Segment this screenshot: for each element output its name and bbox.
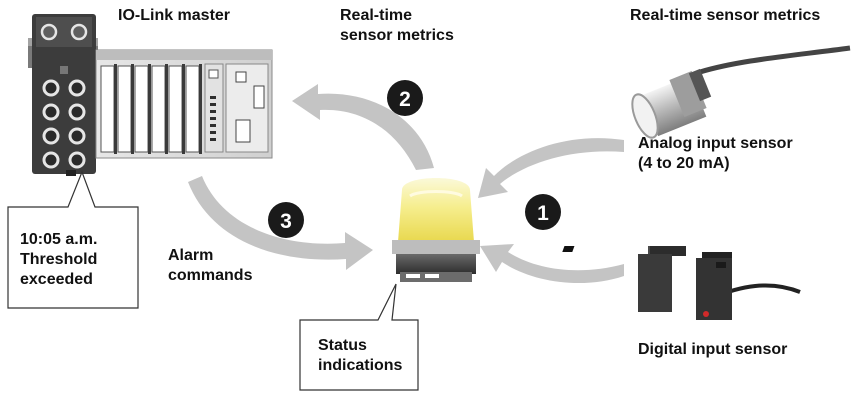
arrow-analog-to-lamp	[478, 138, 624, 198]
arrow-3-to-lamp	[188, 176, 373, 270]
alarm-callout-line-2: Threshold	[20, 251, 98, 268]
arrow-2-to-master	[292, 84, 434, 170]
realtime-metrics-center-line-2: sensor metrics	[340, 27, 454, 44]
realtime-metrics-center-label: Real-time sensor metrics	[340, 6, 454, 46]
step-badge-3-label: 3	[280, 210, 292, 233]
alarm-commands-line-1: Alarm	[168, 247, 214, 264]
realtime-metrics-center-line-1: Real-time	[340, 7, 413, 24]
analog-sensor-icon	[631, 45, 851, 139]
plc-unit-icon	[95, 49, 273, 159]
step-badge-1: 1	[525, 194, 561, 230]
io-link-master-label: IO-Link master	[118, 7, 231, 24]
step-badge-1-label: 1	[537, 202, 549, 225]
alarm-callout-line-3: exceeded	[20, 271, 93, 288]
arrow-digital-to-lamp	[480, 244, 624, 284]
step-badge-2-label: 2	[399, 88, 411, 111]
step-badge-3: 3	[268, 202, 304, 238]
photoelectric-sensor-icon	[562, 246, 801, 320]
alarm-callout-text: 10:05 a.m. Threshold exceeded	[20, 230, 97, 290]
io-link-master-icon	[28, 14, 98, 176]
step-badge-2: 2	[387, 80, 423, 116]
status-callout-line-1: Status	[318, 337, 367, 354]
status-callout-text: Status indications	[318, 336, 402, 376]
digital-sensor-label: Digital input sensor	[638, 341, 788, 358]
alarm-callout-box	[7, 170, 139, 309]
alarm-commands-label: Alarm commands	[168, 246, 252, 286]
analog-sensor-label: Analog input sensor (4 to 20 mA)	[638, 134, 793, 174]
signal-tower-lamp-icon	[392, 178, 480, 282]
analog-sensor-label-line-1: Analog input sensor	[638, 135, 793, 152]
alarm-callout-line-1: 10:05 a.m.	[20, 231, 98, 248]
alarm-commands-line-2: commands	[168, 267, 253, 284]
realtime-metrics-right-label: Real-time sensor metrics	[630, 7, 821, 24]
analog-sensor-label-line-2: (4 to 20 mA)	[638, 155, 730, 172]
status-callout-box	[299, 283, 419, 391]
status-callout-line-2: indications	[318, 357, 403, 374]
